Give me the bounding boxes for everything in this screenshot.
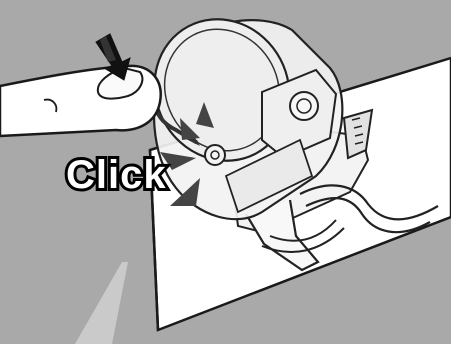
light-beam-icon [75,262,128,344]
finger [0,66,161,136]
click-callout-text: Click [66,153,167,197]
latch-button [205,145,225,165]
